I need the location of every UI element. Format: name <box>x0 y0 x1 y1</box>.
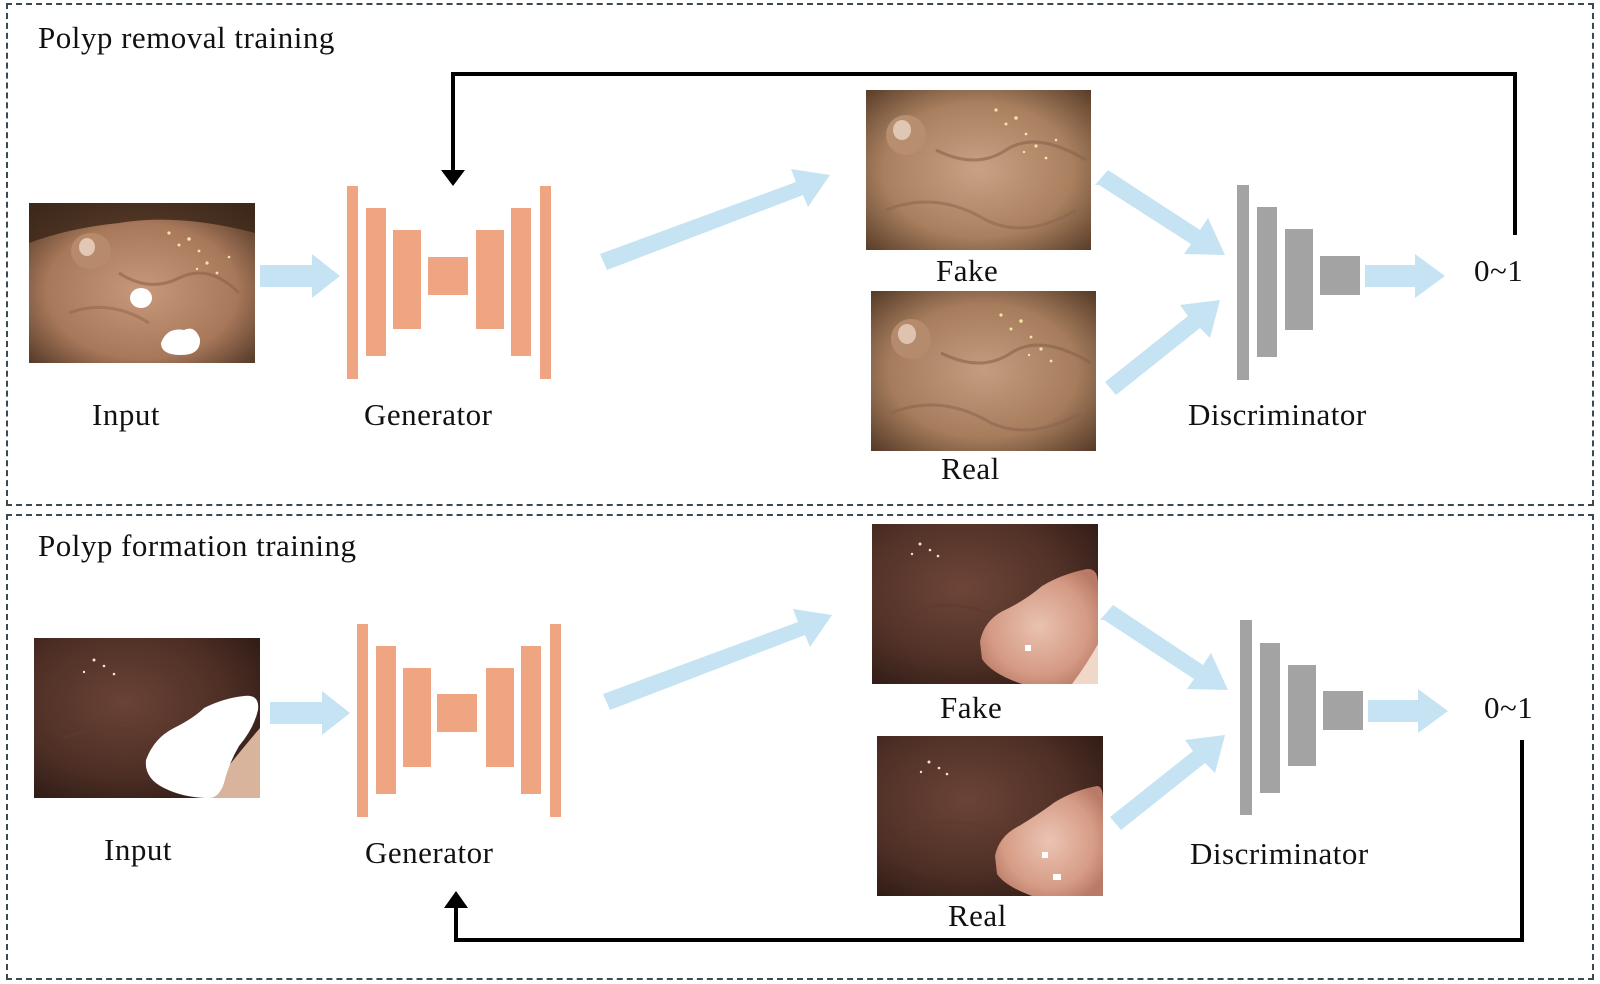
generator-layer <box>347 186 358 379</box>
fake-image <box>872 524 1098 684</box>
discriminator-layer <box>1257 207 1277 357</box>
discriminator-layer <box>1240 620 1252 815</box>
generator-bottleneck <box>428 257 468 295</box>
generator-layer <box>366 208 386 356</box>
discriminator-layer <box>1323 691 1363 730</box>
generator-layer <box>393 230 421 329</box>
polyp-formation-panel <box>6 514 1594 980</box>
generator-label: Generator <box>365 835 494 870</box>
discriminator-label: Discriminator <box>1188 397 1367 432</box>
discriminator-layer <box>1285 229 1313 330</box>
generator-layer <box>550 624 561 817</box>
real-image <box>871 291 1096 451</box>
input-image <box>29 203 255 363</box>
discriminator-layer <box>1237 185 1249 380</box>
generator-layer <box>476 230 504 329</box>
generator-label: Generator <box>364 397 493 432</box>
panel-title: Polyp formation training <box>38 528 357 563</box>
generator-layer <box>403 668 431 767</box>
generator-layer <box>486 668 514 767</box>
generator-layer <box>511 208 531 356</box>
real-label: Real <box>941 451 1000 486</box>
input-label: Input <box>104 832 172 867</box>
real-image <box>877 736 1103 896</box>
input-image <box>34 638 260 798</box>
fake-image <box>866 90 1091 250</box>
panel-title: Polyp removal training <box>38 20 335 55</box>
generator-bottleneck <box>437 694 477 732</box>
output-score-label: 0~1 <box>1474 253 1524 288</box>
fake-label: Fake <box>936 253 999 288</box>
generator-layer <box>521 646 541 794</box>
discriminator-layer <box>1320 256 1360 295</box>
fake-label: Fake <box>940 690 1003 725</box>
input-label: Input <box>92 397 160 432</box>
polyp-removal-panel <box>6 3 1594 506</box>
output-score-label: 0~1 <box>1484 690 1534 725</box>
real-label: Real <box>948 898 1007 933</box>
discriminator-layer <box>1288 665 1316 766</box>
generator-layer <box>357 624 368 817</box>
discriminator-layer <box>1260 643 1280 793</box>
discriminator-label: Discriminator <box>1190 836 1369 871</box>
generator-layer <box>540 186 551 379</box>
generator-layer <box>376 646 396 794</box>
